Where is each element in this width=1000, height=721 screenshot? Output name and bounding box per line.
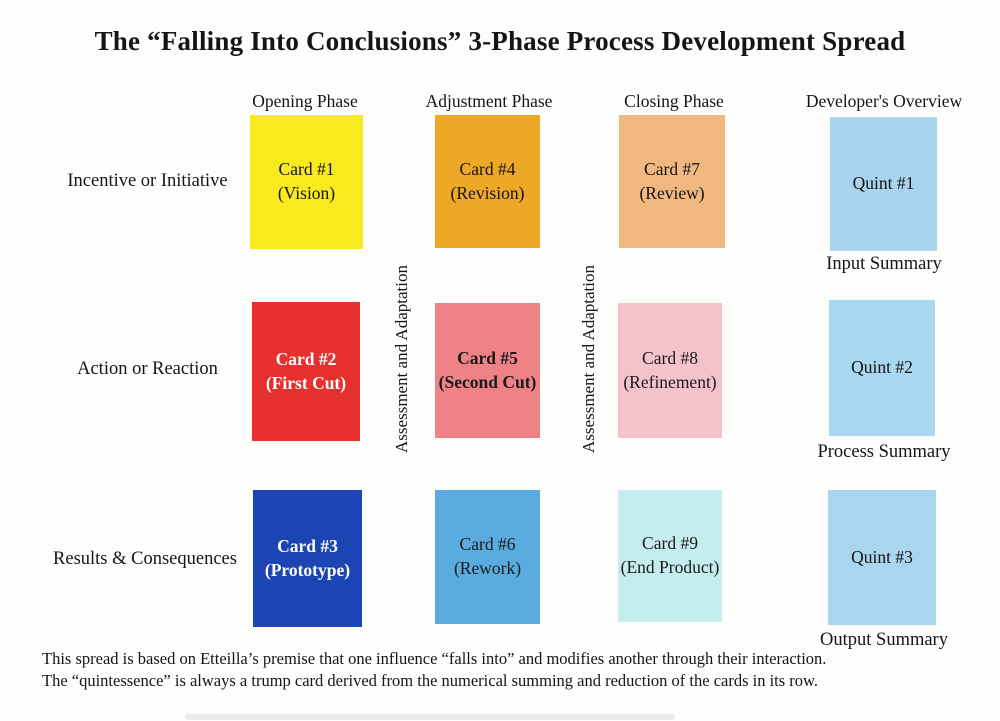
card-title: Card #3 (277, 535, 338, 556)
output-summary-label: Output Summary (820, 630, 948, 650)
card-subtitle: (Review) (639, 182, 705, 203)
scan-artifact (185, 714, 675, 720)
card-7-review: Card #7 (Review) (619, 115, 725, 248)
card-4-revision: Card #4 (Revision) (435, 115, 540, 248)
card-6-rework: Card #6 (Rework) (435, 490, 540, 624)
vertical-label-assessment-left: Assessment and Adaptation (392, 265, 411, 453)
quint-2: Quint #2 (829, 300, 935, 436)
quint-3: Quint #3 (828, 490, 936, 625)
card-3-prototype: Card #3 (Prototype) (253, 490, 362, 627)
card-title: Card #5 (457, 347, 518, 368)
footer-line-1: This spread is based on Etteilla’s premi… (42, 649, 827, 668)
quint-title: Quint #2 (851, 357, 913, 378)
footer-note: This spread is based on Etteilla’s premi… (42, 648, 942, 692)
card-subtitle: (Prototype) (264, 559, 351, 580)
card-title: Card #7 (644, 158, 700, 179)
card-subtitle: (End Product) (620, 557, 720, 577)
card-subtitle: (Revision) (450, 182, 525, 203)
quint-1: Quint #1 (830, 117, 937, 251)
quint-title: Quint #1 (852, 173, 915, 194)
card-5-second-cut: Card #5 (Second Cut) (435, 303, 540, 438)
card-title: Card #1 (278, 159, 335, 180)
process-summary-label: Process Summary (817, 442, 951, 462)
column-header-closing-phase: Closing Phase (624, 91, 724, 111)
card-subtitle: (Refinement) (623, 371, 717, 392)
card-2-first-cut: Card #2 (First Cut) (252, 302, 360, 441)
card-1-vision: Card #1 (Vision) (250, 115, 363, 249)
input-summary-label: Input Summary (826, 254, 942, 274)
card-subtitle: (Second Cut) (438, 371, 537, 392)
card-subtitle: (Vision) (277, 183, 336, 203)
card-title: Card #8 (642, 347, 698, 368)
card-title: Card #2 (275, 348, 337, 369)
vertical-label-assessment-right: Assessment and Adaptation (579, 265, 598, 453)
row-label-incentive-or-initiative: Incentive or Initiative (67, 171, 228, 191)
column-header-adjustment-phase: Adjustment Phase (425, 91, 553, 111)
card-title: Card #6 (459, 534, 516, 555)
quint-title: Quint #3 (851, 546, 913, 567)
column-header-developers-overview: Developer's Overview (805, 91, 963, 111)
row-label-results-and-consequences: Results & Consequences (53, 549, 237, 569)
card-subtitle: (First Cut) (265, 372, 347, 393)
card-9-end-product: Card #9 (End Product) (618, 490, 722, 622)
card-title: Card #4 (459, 158, 516, 179)
card-title: Card #9 (642, 533, 698, 554)
row-label-action-or-reaction: Action or Reaction (77, 359, 218, 379)
footer-line-2: The “quintessence” is always a trump car… (42, 670, 819, 690)
card-8-refinement: Card #8 (Refinement) (618, 303, 722, 438)
page-title: The “Falling Into Conclusions” 3-Phase P… (94, 26, 906, 56)
column-header-opening-phase: Opening Phase (252, 91, 358, 111)
card-subtitle: (Rework) (453, 558, 522, 578)
